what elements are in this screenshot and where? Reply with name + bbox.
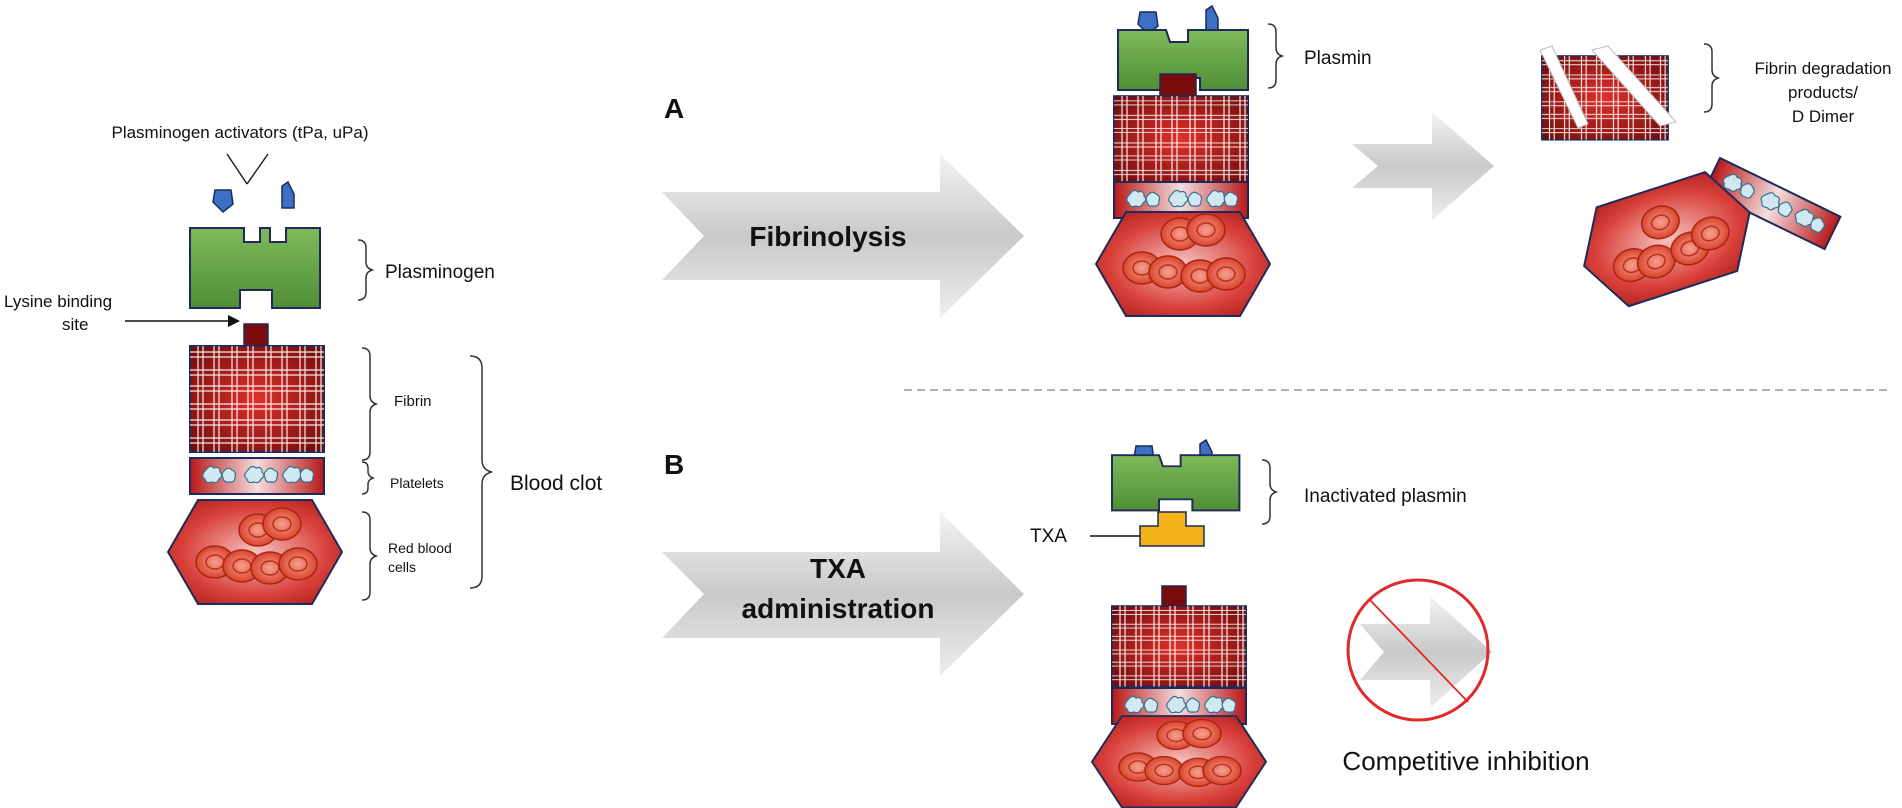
panel-a-plasmin-clot: Plasmin (1095, 5, 1372, 317)
competitive-inhibition-symbol (1346, 578, 1492, 722)
plasminogen-brace (357, 239, 375, 301)
txa-label: TXA (1030, 526, 1067, 547)
left-clot-group: Plasminogen activators (tPa, uPa) Plasmi… (4, 123, 602, 605)
plasminogen-label: Plasminogen (385, 262, 495, 283)
inactivated-plasmin-shape (1111, 454, 1241, 512)
fdp-label-line3: D Dimer (1792, 107, 1855, 126)
fibrin-block (189, 345, 325, 453)
panel-a-rbc-block (1095, 211, 1271, 317)
panel-b-label: B (664, 449, 684, 480)
fdp-label-line1: Fibrin degradation (1754, 59, 1891, 78)
plasminogen-activators-label: Plasminogen activators (tPa, uPa) (111, 123, 368, 142)
txa-administration-label-line1: TXA (810, 553, 866, 584)
txa-administration-arrow: TXA administration (662, 512, 1024, 676)
inactivated-plasmin-group: TXA Inactivated plasmin (1030, 439, 1467, 547)
blood-clot-brace (469, 355, 493, 589)
fibrin-label: Fibrin (394, 393, 432, 410)
plasmin-activator-right-icon (1205, 5, 1219, 33)
inactivated-plasmin-label: Inactivated plasmin (1304, 486, 1467, 507)
red-blood-cells-brace (361, 511, 379, 601)
panel-a-fibrin-block (1113, 95, 1249, 183)
fibrinolysis-label: Fibrinolysis (749, 221, 906, 252)
txa-administration-label-line2: administration (742, 593, 935, 624)
panel-b-intact-clot (1091, 585, 1267, 808)
fibrinolysis-arrow: Fibrinolysis (662, 154, 1024, 318)
panel-a-label: A (664, 93, 684, 124)
plasminogen-shape (189, 227, 321, 309)
platelets-brace (361, 461, 376, 495)
lysine-binding-site-label-line1: Lysine binding (4, 292, 112, 311)
red-blood-cells-label-line1: Red blood (388, 540, 452, 556)
fibrin-lysine-knob (243, 323, 269, 347)
activator-right-icon (281, 181, 295, 209)
red-blood-cells-block (167, 499, 343, 605)
txa-molecule (1139, 511, 1205, 547)
blood-clot-label: Blood clot (510, 472, 602, 495)
fibrin-brace (361, 347, 379, 461)
lysine-binding-site-label-line2: site (62, 315, 88, 334)
platelets-block (189, 457, 325, 495)
activator-left-icon (212, 189, 234, 213)
red-blood-cells-label-line2: cells (388, 559, 416, 575)
fdp-label-line2: products/ (1788, 83, 1858, 102)
panel-b-fibrin-block (1111, 605, 1247, 688)
inactivated-plasmin-brace (1261, 459, 1279, 525)
panel-a-small-arrow (1352, 112, 1494, 220)
panel-b-fibrin-knob (1161, 585, 1187, 609)
panel-b-rbc-block (1091, 715, 1267, 808)
activators-connector-line (226, 153, 269, 185)
competitive-inhibition-label: Competitive inhibition (1342, 746, 1589, 776)
platelets-label: Platelets (390, 475, 444, 491)
plasmin-brace (1267, 23, 1285, 89)
lysine-binding-site-arrowhead (228, 315, 240, 327)
fibrin-degradation-products: Fibrin degradation products/ D Dimer (1539, 43, 1892, 141)
plasmin-fibrin-knob (1159, 73, 1197, 99)
plasmin-label: Plasmin (1304, 48, 1372, 69)
